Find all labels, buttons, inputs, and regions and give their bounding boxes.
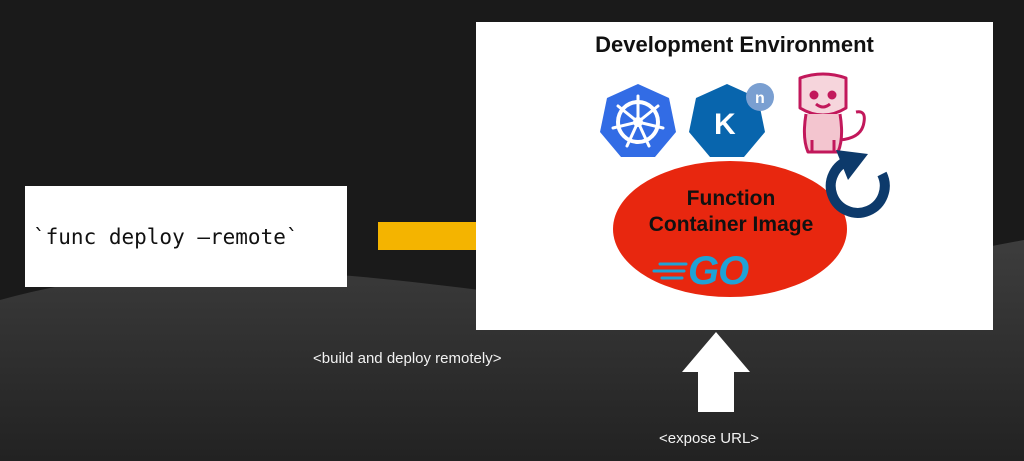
- svg-text:n: n: [755, 90, 765, 107]
- build-caption: <build and deploy remotely>: [313, 350, 502, 367]
- tekton-cat-icon: [798, 72, 866, 154]
- environment-title: Development Environment: [595, 32, 874, 57]
- go-speed-lines: [652, 262, 688, 280]
- svg-text:K: K: [714, 108, 736, 141]
- function-label-line1: Function: [686, 187, 776, 210]
- function-label-line2: Container Image: [648, 213, 814, 236]
- go-logo: GO: [688, 249, 749, 293]
- expose-arrow: [682, 332, 750, 412]
- kubernetes-icon: [600, 84, 676, 157]
- reload-icon: [825, 150, 890, 218]
- expose-caption: <expose URL>: [659, 430, 760, 447]
- command-text: `func deploy —remote`: [33, 224, 299, 249]
- command-box: `func deploy —remote`: [25, 186, 347, 287]
- knative-icon: K n: [689, 83, 774, 157]
- function-label: Function Container Image: [615, 186, 847, 238]
